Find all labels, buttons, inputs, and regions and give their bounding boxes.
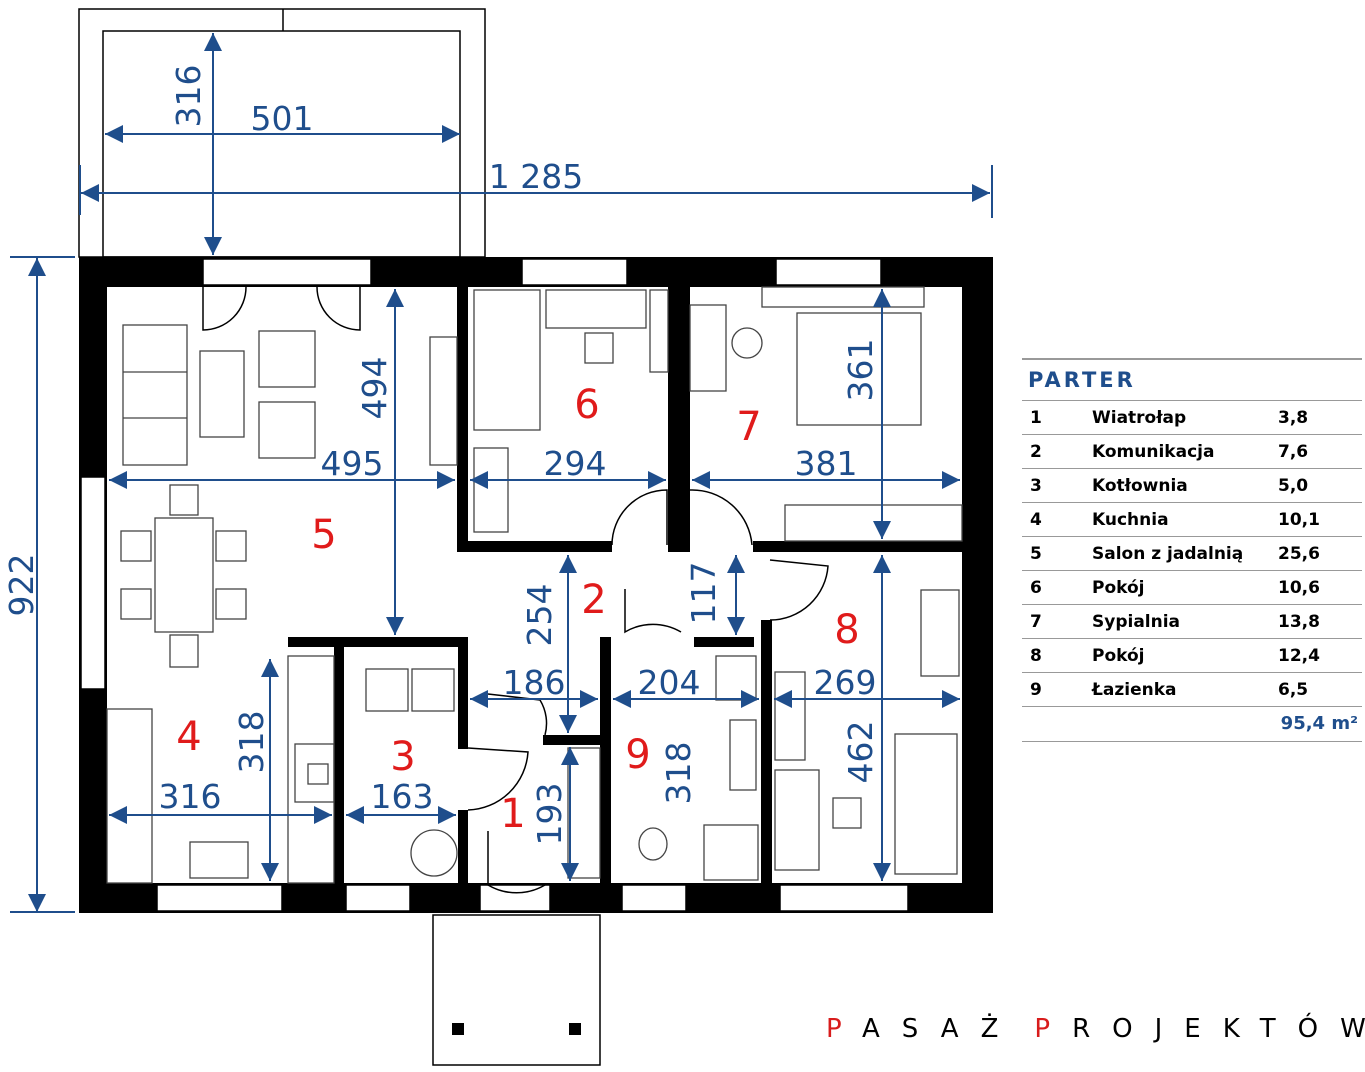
legend-row-area: 10,1 (1278, 509, 1320, 530)
room-number-6: 6 (574, 382, 599, 428)
legend-row: 1 Wiatrołap 3,8 (1022, 401, 1362, 435)
legend-row-name: Sypialnia (1092, 611, 1181, 632)
dim-room7-depth: 361 (841, 339, 880, 402)
legend-row-number: 3 (1030, 475, 1042, 496)
legend-row-name: Salon z jadalnią (1092, 543, 1244, 564)
room-number-8: 8 (834, 607, 859, 653)
brand-word-1: ASAŻ (862, 1014, 1021, 1044)
legend-row-number: 1 (1030, 407, 1042, 428)
legend-row-area: 10,6 (1278, 577, 1320, 598)
legend-row: 2 Komunikacja 7,6 (1022, 435, 1362, 469)
room-number-4: 4 (176, 714, 201, 760)
room-number-5: 5 (311, 512, 336, 558)
legend-row: 4 Kuchnia 10,1 (1022, 503, 1362, 537)
legend-row-number: 5 (1030, 543, 1042, 564)
dim-room6-width: 294 (544, 444, 607, 483)
dim-room8-depth: 462 (841, 721, 880, 784)
legend-row-area: 3,8 (1278, 407, 1309, 428)
dim-terrace-depth: 316 (169, 65, 208, 128)
legend-row-name: Wiatrołap (1092, 407, 1187, 428)
legend-row: 6 Pokój 10,6 (1022, 571, 1362, 605)
room-number-3: 3 (390, 734, 415, 780)
legend-row: 3 Kotłownia 5,0 (1022, 469, 1362, 503)
legend-row: 7 Sypialnia 13,8 (1022, 605, 1362, 639)
dim-salon-depth: 494 (355, 357, 394, 420)
legend-row: 8 Pokój 12,4 (1022, 639, 1362, 673)
legend-row-name: Łazienka (1092, 679, 1177, 700)
legend-row-name: Kuchnia (1092, 509, 1169, 530)
dim-salon-width: 495 (321, 444, 384, 483)
room-number-1: 1 (500, 791, 525, 837)
legend-row-area: 7,6 (1278, 441, 1309, 462)
legend-row-area: 6,5 (1278, 679, 1309, 700)
dim-bath-width: 204 (638, 663, 701, 702)
dim-bath-depth: 318 (659, 742, 698, 805)
legend-row-name: Komunikacja (1092, 441, 1215, 462)
legend-row-number: 9 (1030, 679, 1042, 700)
brand-initial-1: P (826, 1014, 863, 1044)
legend-row-area: 5,0 (1278, 475, 1309, 496)
dim-vestibule-depth: 193 (530, 783, 569, 846)
dim-overall-width: 1 285 (489, 157, 583, 196)
dim-kitchen-width: 316 (159, 777, 222, 816)
legend-row-number: 7 (1030, 611, 1042, 632)
legend-row-area: 13,8 (1278, 611, 1320, 632)
dim-terrace-width: 501 (251, 99, 314, 138)
room-area-legend: PARTER 1 Wiatrołap 3,8 2 Komunikacja 7,6… (1022, 358, 1362, 742)
dim-kitchen-depth: 318 (232, 711, 271, 774)
dim-overall-depth: 922 (2, 554, 41, 617)
room-number-7: 7 (736, 404, 761, 450)
dimension-lines (10, 33, 993, 913)
dim-hall-upper: 117 (684, 562, 723, 625)
dimension-labels: 316 501 1 285 922 494 495 294 381 361 25… (2, 65, 880, 846)
room-numbers: 1 2 3 4 5 6 7 8 9 (176, 382, 859, 837)
legend-row-number: 4 (1030, 509, 1042, 530)
dim-room7-width: 381 (795, 444, 858, 483)
legend-row-name: Pokój (1092, 577, 1145, 598)
legend-row-number: 2 (1030, 441, 1042, 462)
dim-room8-width: 269 (814, 663, 877, 702)
furniture (106, 286, 963, 884)
legend-row-number: 6 (1030, 577, 1042, 598)
room-number-2: 2 (581, 577, 606, 623)
legend-total-area: 95,4 m² (1022, 707, 1362, 742)
legend-row: 5 Salon z jadalnią 25,6 (1022, 537, 1362, 571)
legend-row: 9 Łazienka 6,5 (1022, 673, 1362, 707)
entrance-porch (432, 914, 601, 1066)
legend-row-name: Pokój (1092, 645, 1145, 666)
brand-word-2: ROJEKTÓW (1072, 1014, 1365, 1044)
legend-row-area: 12,4 (1278, 645, 1320, 666)
windows (80, 258, 909, 912)
interior-walls (288, 287, 962, 913)
legend-row-number: 8 (1030, 645, 1042, 666)
dim-hall-depth: 254 (520, 584, 559, 647)
dim-boiler-width: 163 (371, 777, 434, 816)
room-number-9: 9 (625, 732, 650, 778)
legend-row-name: Kotłownia (1092, 475, 1188, 496)
dim-boiler-top: 186 (503, 663, 566, 702)
legend-title: PARTER (1022, 358, 1362, 401)
brand-initial-2: P (1034, 1014, 1073, 1044)
legend-row-area: 25,6 (1278, 543, 1320, 564)
